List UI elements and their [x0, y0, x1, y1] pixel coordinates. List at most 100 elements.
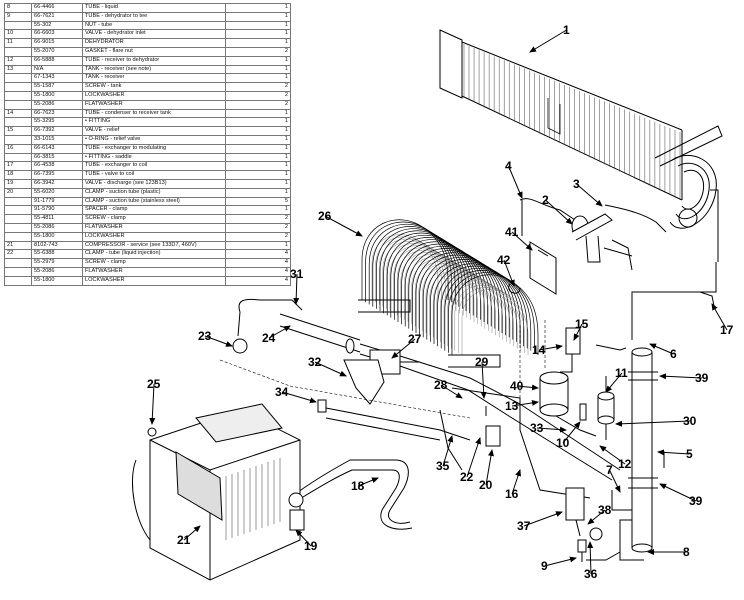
callout-41: 41	[505, 225, 519, 239]
callout-leader-12	[599, 445, 626, 465]
expansion-valve-assembly	[508, 198, 667, 295]
callout-17: 17	[720, 323, 734, 337]
callout-leader-33	[536, 426, 567, 433]
callout-leader-41	[511, 231, 533, 251]
callout-leader-21	[183, 525, 201, 541]
callout-leader-40	[516, 384, 539, 391]
callout-39a: 39	[695, 371, 709, 385]
callout-16: 16	[505, 487, 519, 501]
compressor	[131, 403, 305, 581]
condenser-coil	[439, 29, 723, 262]
callout-leader-36	[587, 541, 594, 575]
callout-28: 28	[434, 378, 448, 392]
condenser-fins	[463, 44, 681, 200]
callout-leader-29	[480, 361, 487, 399]
callout-leader-4	[508, 165, 523, 199]
callout-39b: 39	[689, 494, 703, 508]
callout-leader-2	[545, 199, 573, 225]
callout-1: 1	[563, 23, 570, 37]
callout-29: 29	[475, 355, 489, 369]
callout-leader-34	[281, 391, 317, 404]
callout-leader-14	[538, 344, 563, 351]
callout-12: 12	[618, 457, 632, 471]
callout-33: 33	[530, 421, 544, 435]
callout-leader-17	[711, 303, 728, 331]
evaporator-coil-rings	[361, 219, 539, 355]
callout-leader-26	[324, 215, 363, 237]
callout-37: 37	[517, 519, 531, 533]
callout-leader-1	[529, 29, 567, 53]
callout-22: 22	[460, 470, 474, 484]
callout-40: 40	[510, 379, 524, 393]
callout-30: 30	[683, 414, 697, 428]
callout-leaders	[149, 29, 728, 575]
callout-4: 4	[505, 159, 512, 173]
callout-18: 18	[351, 479, 365, 493]
callout-10: 10	[556, 436, 570, 450]
callout-13: 13	[505, 399, 519, 413]
callout-42: 42	[497, 253, 511, 267]
evaporator-coil	[358, 219, 539, 368]
callout-11: 11	[615, 366, 628, 380]
callout-leader-16	[511, 469, 521, 495]
callout-31: 31	[290, 267, 304, 281]
callout-leader-9	[544, 556, 577, 567]
discharge-tube	[297, 459, 413, 530]
callout-leader-28	[440, 384, 463, 399]
callout-7: 7	[606, 463, 613, 477]
callout-32: 32	[308, 355, 322, 369]
callout-25: 25	[147, 377, 161, 391]
callout-6: 6	[670, 347, 677, 361]
callout-leader-20	[485, 449, 494, 486]
callout-19: 19	[304, 539, 318, 553]
callout-leader-22	[466, 437, 481, 478]
callout-leader-42	[503, 259, 515, 287]
callout-9: 9	[541, 559, 548, 573]
callout-leader-39a	[659, 373, 703, 380]
callout-36: 36	[584, 567, 598, 581]
callout-34: 34	[275, 385, 289, 399]
callout-leader-15	[573, 323, 583, 341]
callout-3: 3	[573, 177, 580, 191]
callout-leader-19	[295, 529, 312, 547]
callout-26: 26	[318, 209, 332, 223]
callout-35: 35	[436, 459, 450, 473]
callout-8: 8	[683, 545, 690, 559]
callout-23: 23	[198, 329, 212, 343]
callout-leader-30	[615, 420, 691, 427]
callout-21: 21	[177, 533, 191, 547]
callout-15: 15	[575, 317, 589, 331]
suction-tubing	[219, 298, 621, 499]
callout-20: 20	[479, 478, 493, 492]
compressor-fins	[225, 458, 281, 540]
callout-27: 27	[408, 332, 422, 346]
callout-leader-11	[605, 372, 623, 393]
callout-5: 5	[686, 447, 693, 461]
callout-leader-3	[576, 183, 603, 207]
callout-leader-18	[357, 477, 379, 487]
callout-leader-7	[609, 469, 621, 493]
callout-14: 14	[532, 343, 546, 357]
heat-exchanger	[611, 262, 717, 561]
lower-fittings	[565, 487, 621, 562]
callout-24: 24	[262, 331, 276, 345]
callout-leader-13	[511, 399, 539, 407]
callout-leader-5	[657, 449, 690, 456]
callout-leader-6	[649, 343, 674, 355]
callout-leader-24	[268, 325, 291, 339]
receiver-and-dehydrator	[519, 320, 627, 440]
callout-leader-35	[442, 435, 454, 467]
callout-leader-39b	[659, 483, 697, 502]
callout-leader-10	[562, 421, 581, 444]
